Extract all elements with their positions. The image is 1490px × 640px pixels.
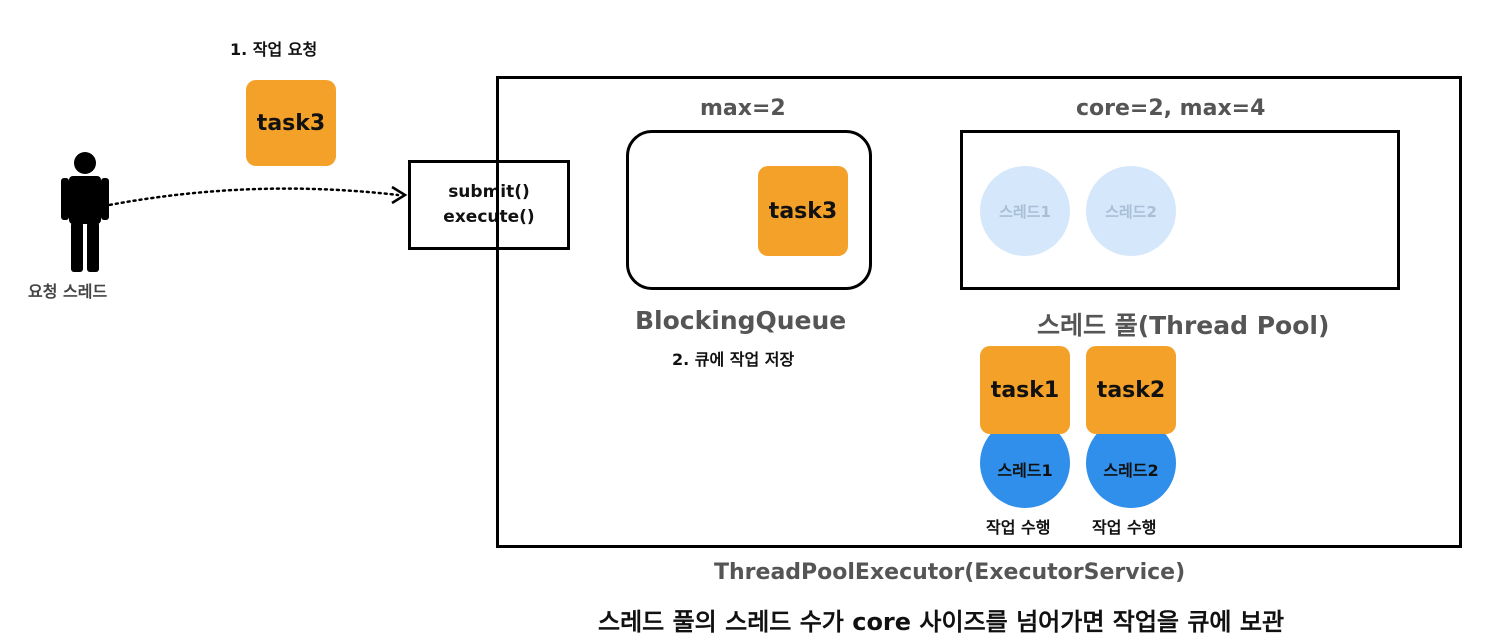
thread-pool-label: 스레드 풀(Thread Pool): [1037, 311, 1330, 340]
request-task-box: task3: [246, 80, 336, 166]
running-task-1: task1: [980, 346, 1070, 434]
queued-task-box: task3: [758, 166, 848, 256]
active-thread-1-label: 스레드1: [997, 461, 1053, 480]
submit-method-label: submit(): [448, 182, 530, 203]
blocking-queue-label: BlockingQueue: [635, 306, 847, 335]
executor-label: ThreadPoolExecutor(ExecutorService): [714, 560, 1186, 585]
execute-method-label: execute(): [443, 207, 535, 227]
blocking-queue-box: [626, 130, 872, 290]
person-icon: [61, 152, 109, 272]
queue-capacity-label: max=2: [700, 96, 786, 121]
idle-thread-2: 스레드2: [1086, 166, 1176, 256]
diagram-caption: 스레드 풀의 스레드 수가 core 사이즈를 넘어가면 작업을 큐에 보관: [598, 608, 1285, 636]
step2-label: 2. 큐에 작업 저장: [672, 350, 795, 369]
executor-box: [496, 76, 1462, 548]
pool-size-label: core=2, max=4: [1076, 96, 1266, 121]
worker-2-status: 작업 수행: [1092, 518, 1157, 537]
worker-1-status: 작업 수행: [986, 518, 1051, 537]
thread-pool-box: [960, 130, 1400, 290]
running-task-2: task2: [1086, 346, 1176, 434]
idle-thread-1: 스레드1: [980, 166, 1070, 256]
requester-thread-label: 요청 스레드: [28, 282, 108, 301]
submit-execute-box: submit() execute(): [408, 160, 570, 250]
active-thread-2-label: 스레드2: [1103, 461, 1159, 480]
step1-label: 1. 작업 요청: [230, 40, 318, 59]
request-arrow: [102, 185, 408, 208]
